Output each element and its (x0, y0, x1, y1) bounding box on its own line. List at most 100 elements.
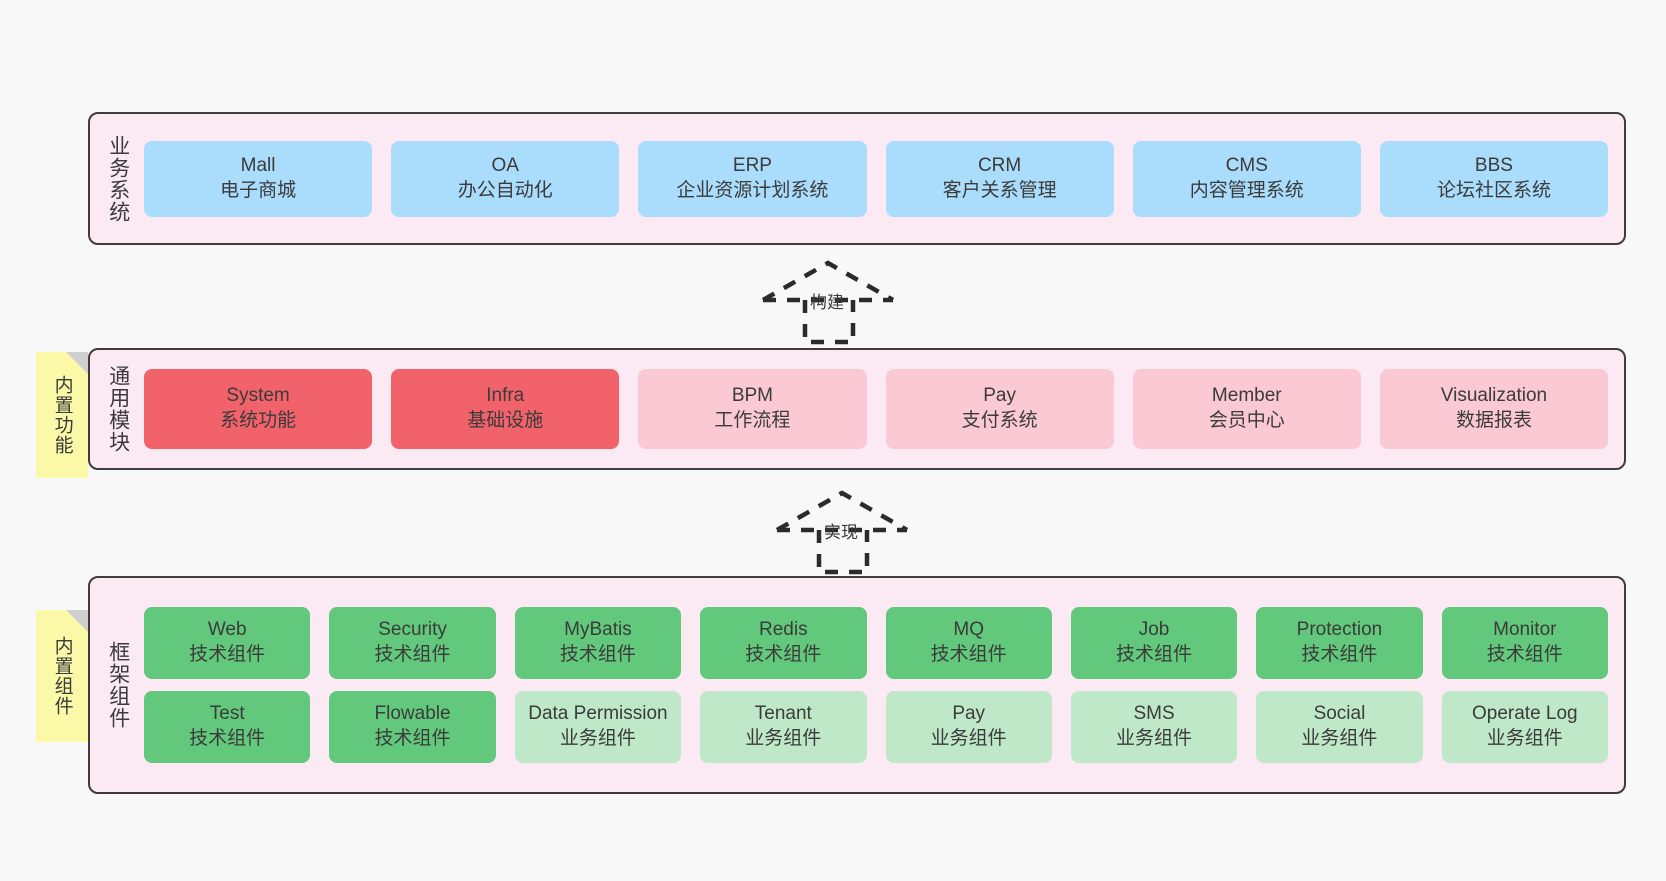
card-name: Web (207, 619, 247, 641)
card-desc: 论坛社区系统 (1436, 179, 1551, 201)
card-name: Infra (486, 385, 525, 407)
card-name: Test (209, 703, 245, 725)
card-name: BPM (731, 385, 774, 407)
card-desc: 基础设施 (467, 410, 544, 431)
card-desc: 业务组件 (1301, 728, 1378, 749)
card-name: Security (378, 619, 447, 641)
tier-business-title: 业务系统 (106, 134, 130, 223)
module-card-member[interactable]: Member 会员中心 (1132, 369, 1361, 449)
framework-card-flowable[interactable]: Flowable 技术组件 (329, 691, 496, 763)
business-card-oa[interactable]: OA 办公自动化 (391, 140, 620, 217)
sticky-note-builtin-functions: 内置功能 (36, 352, 88, 478)
framework-card-sms[interactable]: SMS 业务组件 (1070, 691, 1238, 763)
card-name: OA (491, 154, 519, 176)
tier-modules-title: 通用模块 (106, 365, 130, 453)
framework-card-web[interactable]: Web 技术组件 (144, 607, 311, 679)
note-fold-corner-icon (66, 352, 88, 374)
card-desc: 业务组件 (745, 728, 822, 749)
business-card-erp[interactable]: ERP 企业资源计划系统 (638, 140, 867, 217)
card-name: CMS (1225, 154, 1268, 176)
card-desc: 技术组件 (559, 644, 636, 665)
tier-framework-title: 框架组件 (106, 641, 130, 729)
card-desc: 技术组件 (374, 728, 451, 749)
framework-card-redis[interactable]: Redis 技术组件 (700, 607, 867, 679)
card-name: System (226, 385, 290, 407)
card-desc: 内容管理系统 (1189, 179, 1304, 201)
card-name: Pay (952, 703, 986, 725)
business-card-bbs[interactable]: BBS 论坛社区系统 (1379, 140, 1609, 217)
card-desc: 业务组件 (559, 728, 636, 749)
framework-card-job[interactable]: Job 技术组件 (1070, 607, 1238, 679)
framework-card-row-tech: Web 技术组件 Security 技术组件 MyBatis 技术组件 Redi… (144, 607, 1608, 679)
card-name: BBS (1474, 154, 1513, 176)
framework-card-data-permission[interactable]: Data Permission 业务组件 (514, 691, 682, 763)
framework-card-security[interactable]: Security 技术组件 (329, 607, 496, 679)
arrow-label-implement: 实现 (824, 523, 858, 542)
card-desc: 技术组件 (745, 644, 822, 665)
business-card-mall[interactable]: Mall 电子商城 (144, 140, 373, 217)
card-desc: 技术组件 (1486, 644, 1563, 665)
tier-framework-body: Web 技术组件 Security 技术组件 MyBatis 技术组件 Redi… (140, 578, 1624, 792)
card-name: Redis (759, 619, 808, 641)
framework-card-social[interactable]: Social 业务组件 (1256, 691, 1423, 763)
card-name: ERP (732, 154, 772, 176)
card-name: Monitor (1493, 619, 1557, 641)
module-card-visualization[interactable]: Visualization 数据报表 (1379, 369, 1609, 449)
card-desc: 技术组件 (1301, 644, 1378, 665)
tier-modules-body: System 系统功能 Infra 基础设施 BPM 工作流程 Pay 支付系统… (140, 350, 1624, 468)
card-name: Data Permission (528, 703, 668, 725)
arrow-head-triangle (761, 260, 895, 302)
card-name: Social (1313, 703, 1366, 725)
framework-card-mq[interactable]: MQ 技术组件 (885, 607, 1052, 679)
framework-card-operate-log[interactable]: Operate Log 业务组件 (1441, 691, 1608, 763)
card-name: Mall (240, 154, 276, 176)
card-desc: 数据报表 (1455, 410, 1532, 431)
note-label: 内置功能 (51, 375, 73, 455)
framework-card-protection[interactable]: Protection 技术组件 (1256, 607, 1423, 679)
card-desc: 技术组件 (189, 728, 266, 749)
framework-card-monitor[interactable]: Monitor 技术组件 (1441, 607, 1608, 679)
business-card-row: Mall 电子商城 OA 办公自动化 ERP 企业资源计划系统 CRM 客户关系… (144, 140, 1609, 217)
card-name: SMS (1133, 703, 1175, 725)
arrow-head-triangle (775, 490, 909, 532)
note-label: 内置组件 (51, 636, 73, 716)
card-name: CRM (977, 154, 1022, 176)
framework-card-test[interactable]: Test 技术组件 (144, 691, 311, 763)
card-name: Member (1211, 385, 1282, 407)
card-name: MyBatis (564, 619, 632, 641)
card-name: Protection (1296, 619, 1383, 641)
module-card-infra[interactable]: Infra 基础设施 (391, 369, 620, 449)
card-desc: 技术组件 (930, 644, 1007, 665)
business-card-crm[interactable]: CRM 客户关系管理 (885, 140, 1114, 217)
module-card-bpm[interactable]: BPM 工作流程 (638, 369, 867, 449)
tier-common-modules: 通用模块 System 系统功能 Infra 基础设施 BPM 工作流程 Pay… (88, 348, 1626, 470)
framework-card-mybatis[interactable]: MyBatis 技术组件 (514, 607, 682, 679)
card-name: Tenant (754, 703, 812, 725)
card-name: Visualization (1440, 385, 1548, 407)
framework-card-tenant[interactable]: Tenant 业务组件 (700, 691, 867, 763)
card-desc: 客户关系管理 (942, 179, 1057, 201)
card-desc: 会员中心 (1208, 410, 1285, 431)
note-fold-corner-icon (66, 610, 88, 632)
framework-card-row-biz: Test 技术组件 Flowable 技术组件 Data Permission … (144, 691, 1608, 763)
framework-card-pay[interactable]: Pay 业务组件 (885, 691, 1052, 763)
generalization-arrow-build: 构建 (758, 258, 908, 345)
module-card-row: System 系统功能 Infra 基础设施 BPM 工作流程 Pay 支付系统… (144, 369, 1609, 449)
card-desc: 系统功能 (220, 410, 297, 431)
card-desc: 业务组件 (930, 728, 1007, 749)
business-card-cms[interactable]: CMS 内容管理系统 (1132, 140, 1361, 217)
card-desc: 技术组件 (1116, 644, 1193, 665)
module-card-pay[interactable]: Pay 支付系统 (885, 369, 1114, 449)
card-desc: 技术组件 (374, 644, 451, 665)
tier-business-systems: 业务系统 Mall 电子商城 OA 办公自动化 ERP 企业资源计划系统 CRM… (88, 112, 1626, 245)
generalization-arrow-implement: 实现 (772, 488, 922, 575)
card-desc: 业务组件 (1486, 728, 1563, 749)
card-name: Operate Log (1471, 703, 1578, 725)
module-card-system[interactable]: System 系统功能 (144, 369, 373, 449)
card-desc: 技术组件 (189, 644, 266, 665)
tier-framework-components: 框架组件 Web 技术组件 Security 技术组件 MyBatis 技术组件… (88, 576, 1626, 794)
card-name: MQ (953, 619, 984, 641)
card-name: Flowable (374, 703, 451, 725)
card-desc: 业务组件 (1116, 728, 1193, 749)
